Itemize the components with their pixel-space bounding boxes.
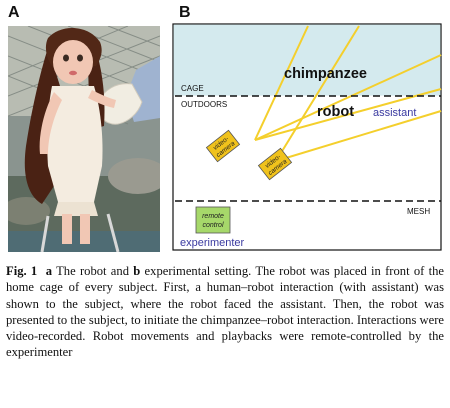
cage-area [173, 24, 441, 96]
remote-control-box: remote control [195, 206, 231, 234]
caption-figure-number: Fig. 1 [6, 264, 38, 278]
caption-body: experimental setting. The robot was plac… [6, 264, 444, 360]
caption-a-letter: a [45, 264, 53, 278]
robot-label: robot [317, 104, 354, 120]
camera-beams [254, 25, 442, 162]
chimpanzee-label: chimpanzee [284, 66, 367, 82]
remote-control-line-2: control [202, 222, 223, 229]
experimental-setting-diagram: CAGE OUTDOORS MESH chimpanzee robot assi… [172, 23, 443, 254]
mesh-label: MESH [407, 207, 430, 216]
assistant-label: assistant [373, 107, 416, 119]
caption-b-letter: b [133, 264, 141, 278]
caption-a-text: The robot and [52, 264, 134, 278]
outdoors-label: OUTDOORS [181, 100, 227, 109]
remote-control-line-1: remote [202, 213, 224, 220]
cage-label: CAGE [181, 84, 204, 93]
panel-b-label: B [179, 4, 191, 21]
experimenter-label: experimenter [180, 237, 245, 249]
robot-photo [8, 26, 160, 252]
panel-a-label: A [8, 4, 20, 21]
setting-diagram-svg: CAGE OUTDOORS MESH chimpanzee robot assi… [172, 23, 442, 251]
figure-caption: Fig. 1 a The robot and b experimental se… [6, 263, 444, 361]
robot-photo-drawing [8, 26, 160, 252]
